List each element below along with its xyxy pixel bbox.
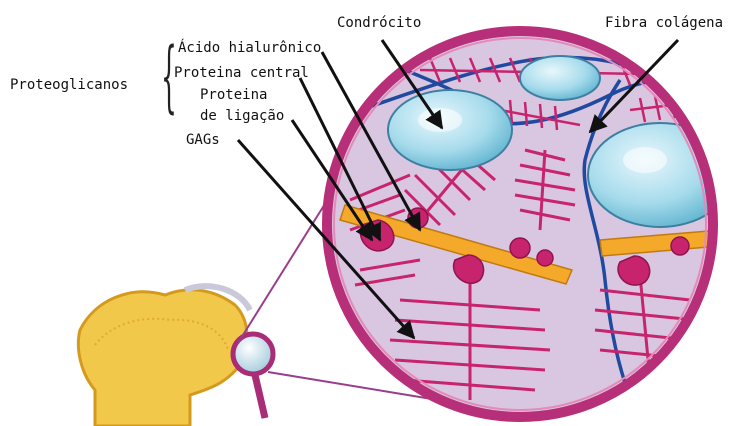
label-proteoglycans: Proteoglicanos	[10, 78, 128, 92]
bone	[78, 286, 250, 426]
magnifier	[233, 334, 273, 418]
zoom-circle	[327, 31, 732, 420]
label-hyaluronic-acid: Ácido hialurônico	[178, 41, 321, 55]
label-gags: GAGs	[186, 133, 220, 147]
label-collagen-fiber: Fibra colágena	[605, 16, 723, 30]
label-link-protein-line2: de ligação	[200, 109, 284, 123]
label-core-protein: Proteina central	[174, 66, 309, 80]
label-link-protein-line1: Proteina	[200, 88, 267, 102]
label-chondrocyte: Condrócito	[337, 16, 421, 30]
